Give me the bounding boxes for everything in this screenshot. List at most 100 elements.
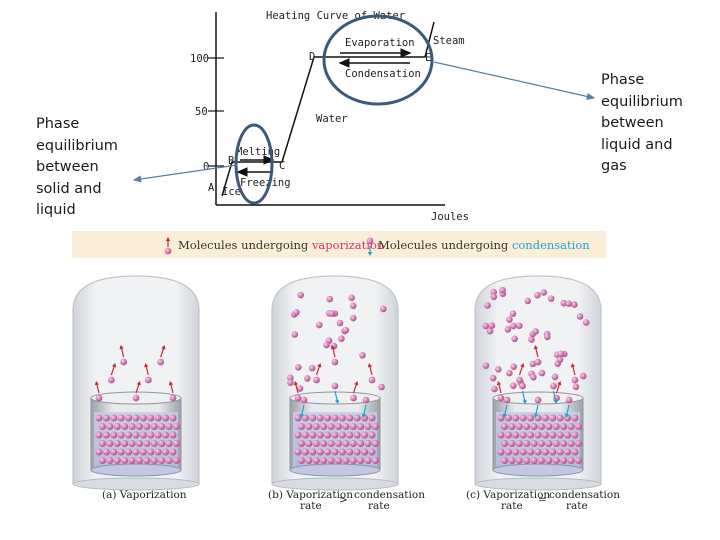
- molecule: [567, 457, 575, 464]
- molecule: [534, 396, 542, 404]
- molecule: [305, 440, 313, 447]
- heating-curve-title: Heating Curve of Water: [266, 10, 405, 22]
- molecule: [336, 319, 344, 327]
- molecule-arrow: [352, 383, 358, 394]
- molecule-arrow: [334, 390, 338, 402]
- molecule: [567, 423, 575, 430]
- molecule: [362, 396, 370, 404]
- molecule: [501, 440, 508, 447]
- molecule: [366, 237, 374, 245]
- molecule: [541, 448, 549, 456]
- molecule: [99, 457, 106, 464]
- molecule: [364, 440, 372, 447]
- molecule-arrow: [504, 404, 508, 416]
- molecule: [575, 423, 582, 430]
- label-liquid-gas-equilibrium: Phase equilibrium between liquid and gas: [601, 72, 683, 174]
- molecule: [512, 448, 520, 456]
- molecule: [372, 440, 379, 447]
- molecule-arrowhead: [161, 345, 166, 350]
- molecule: [106, 457, 114, 464]
- molecule: [543, 333, 551, 341]
- molecule: [293, 309, 300, 316]
- molecule: [328, 310, 336, 317]
- molecule: [556, 448, 564, 456]
- molecule: [353, 414, 361, 422]
- molecule-arrowhead: [520, 363, 525, 368]
- molecule: [556, 414, 564, 422]
- molecule: [541, 414, 549, 422]
- molecule: [491, 385, 498, 393]
- molecule: [301, 414, 309, 422]
- molecule: [527, 414, 535, 422]
- molecule: [139, 448, 147, 456]
- x-axis-label: Joules: [431, 211, 469, 223]
- molecule: [499, 286, 506, 294]
- molecule-arrowhead: [94, 381, 100, 386]
- molecule: [530, 440, 538, 447]
- molecule: [338, 448, 346, 456]
- molecule-arrow: [518, 365, 524, 376]
- molecule: [534, 448, 542, 456]
- molecule: [528, 336, 535, 343]
- molecule: [510, 363, 517, 370]
- molecule: [575, 457, 582, 464]
- molecule: [538, 440, 545, 447]
- caption-c-second: condensation: [549, 489, 620, 501]
- molecule: [95, 431, 103, 439]
- molecule: [320, 423, 328, 430]
- molecule: [501, 423, 508, 430]
- molecule: [309, 414, 317, 422]
- molecule: [147, 448, 155, 456]
- tick-100: 100: [190, 53, 209, 65]
- legend-bar: Molecules undergoing vaporization Molecu…: [72, 231, 606, 258]
- molecule: [309, 448, 317, 456]
- molecule: [359, 351, 366, 359]
- molecule-arrow: [552, 390, 557, 402]
- molecule: [150, 457, 158, 464]
- molecule: [121, 423, 129, 430]
- molecule: [534, 358, 542, 366]
- molecule: [136, 440, 143, 447]
- molecule: [338, 335, 345, 343]
- bell-jar-base: [271, 477, 399, 491]
- legend-condensation-text: Molecules undergoing condensation: [378, 238, 590, 252]
- molecule: [342, 440, 350, 447]
- molecule: [368, 414, 376, 422]
- process-freezing: Freezing: [240, 177, 291, 189]
- molecule: [110, 431, 118, 439]
- point-b: B: [228, 155, 234, 167]
- molecule: [287, 379, 294, 386]
- tick-50: 50: [195, 106, 208, 118]
- molecule: [147, 414, 155, 422]
- molecule: [357, 423, 365, 430]
- molecule: [165, 423, 173, 430]
- caption-c-rate-left: rate: [501, 500, 523, 512]
- molecule: [331, 382, 339, 390]
- phase-steam: Steam: [433, 35, 465, 47]
- molecule: [132, 448, 140, 456]
- molecule: [549, 414, 557, 422]
- molecule: [324, 431, 332, 439]
- molecule: [132, 414, 140, 422]
- molecule: [294, 448, 302, 456]
- molecule: [128, 457, 136, 464]
- molecule: [113, 423, 121, 430]
- molecule: [551, 373, 559, 381]
- molecule: [162, 431, 170, 439]
- caption-c-first: (c) Vaporization: [466, 489, 550, 501]
- molecule: [361, 431, 369, 439]
- condensation-legend-icon: [366, 237, 374, 256]
- bell-jar-panel-c: [474, 275, 602, 491]
- molecule: [106, 440, 114, 447]
- molecule: [560, 423, 568, 430]
- beaker-bottom: [90, 463, 182, 477]
- molecule: [519, 431, 527, 439]
- bell-jar-base: [72, 477, 200, 491]
- bell-jar-panel-b: [271, 275, 399, 491]
- molecule: [372, 457, 379, 464]
- molecule: [357, 440, 365, 447]
- molecule: [501, 457, 508, 464]
- molecule: [549, 448, 557, 456]
- molecule: [331, 448, 339, 456]
- molecule: [309, 431, 317, 439]
